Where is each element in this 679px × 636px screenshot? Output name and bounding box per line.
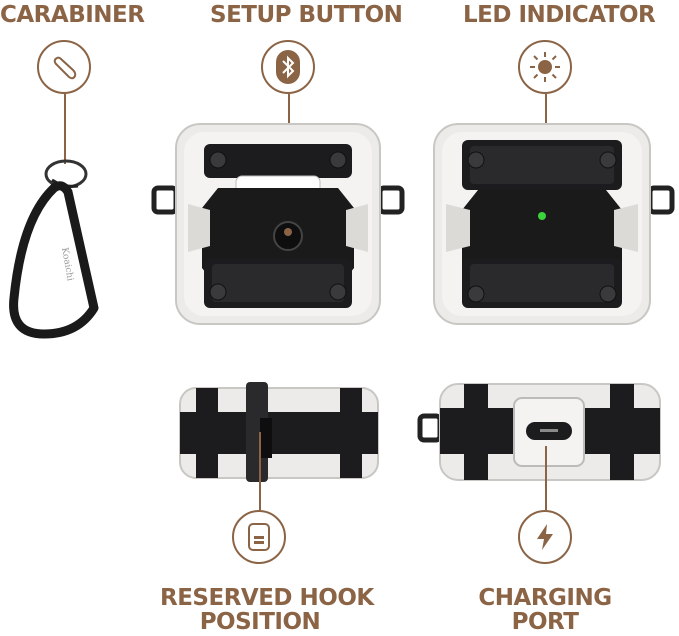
lightning-bolt-icon	[537, 524, 553, 550]
reserved-hook-label: RESERVED HOOK POSITION	[160, 585, 374, 635]
carabiner-label: CARABINER	[0, 2, 145, 28]
charging-icon-circle	[518, 510, 572, 564]
charging-port-label: CHARGING PORT	[470, 586, 620, 634]
carabiner-image: Koaichi	[9, 159, 99, 339]
carabiner-clip-icon	[53, 56, 77, 80]
charging-port-label-line1: CHARGING	[478, 585, 612, 611]
charging-port-label-line2: PORT	[511, 609, 579, 635]
led-icon-circle	[518, 40, 572, 94]
setup-button-label: SETUP BUTTON	[210, 2, 403, 28]
bluetooth-icon	[276, 50, 300, 84]
case-bottom-view-port	[417, 383, 661, 481]
case-back-view	[433, 123, 675, 325]
hook-pointer-line	[259, 432, 261, 510]
case-front-view	[151, 123, 405, 325]
reserved-hook-label-line1: RESERVED HOOK	[160, 585, 374, 611]
led-indicator-label: LED INDICATOR	[463, 2, 656, 28]
battery-case-icon	[248, 523, 270, 551]
carabiner-brand-text: Koaichi	[59, 247, 75, 282]
led-light	[538, 212, 546, 220]
hook-icon-circle	[232, 510, 286, 564]
carabiner-pointer-line	[64, 94, 66, 164]
sun-led-icon	[530, 52, 560, 82]
reserved-hook-label-line2: POSITION	[199, 609, 321, 635]
charging-pointer-line	[545, 446, 547, 510]
setup-button-icon-circle	[261, 40, 315, 94]
case-side-view-hook	[179, 382, 379, 482]
carabiner-icon-circle	[37, 40, 91, 94]
